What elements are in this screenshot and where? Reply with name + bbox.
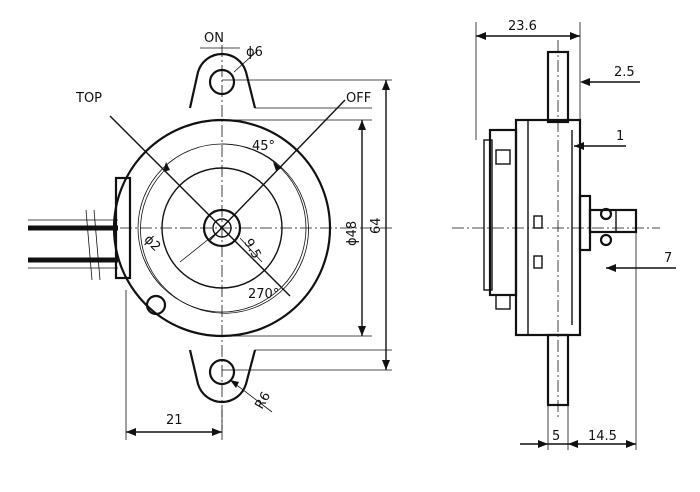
label-angle-45: 45° [252, 139, 275, 154]
label-on: ON [204, 31, 224, 46]
label-top: TOP [75, 91, 102, 106]
label-offset: 21 [166, 413, 183, 428]
label-shaft-flat: 9.5 [240, 236, 263, 261]
label-radius: R6 [252, 390, 274, 412]
side-shaft [588, 208, 638, 234]
side-lug [145, 294, 167, 316]
label-hole-dia: ϕ6 [246, 45, 263, 60]
label-shaft-pos: 7 [664, 251, 672, 266]
front-view [28, 45, 395, 440]
label-shaft-len: 14.5 [588, 429, 617, 444]
side-cover-plate [488, 128, 518, 297]
label-depth: 23.6 [508, 19, 537, 34]
label-boss: 5 [552, 429, 560, 444]
side-body [514, 118, 582, 337]
angle-arc-45 [221, 143, 283, 169]
label-off: OFF [346, 91, 371, 106]
bottom-ear-outline [188, 349, 257, 404]
label-body-dia: ϕ48 [345, 221, 360, 246]
label-angle-270: 270° [248, 287, 279, 302]
angle-arc-270 [140, 167, 309, 314]
label-plate: 2.5 [614, 65, 635, 80]
side-view [452, 22, 676, 450]
label-shaft-dia: ϕ2 [141, 232, 164, 255]
label-height: 64 [369, 217, 384, 234]
label-lip: 1 [616, 129, 624, 144]
side-shaft-base [578, 194, 592, 252]
